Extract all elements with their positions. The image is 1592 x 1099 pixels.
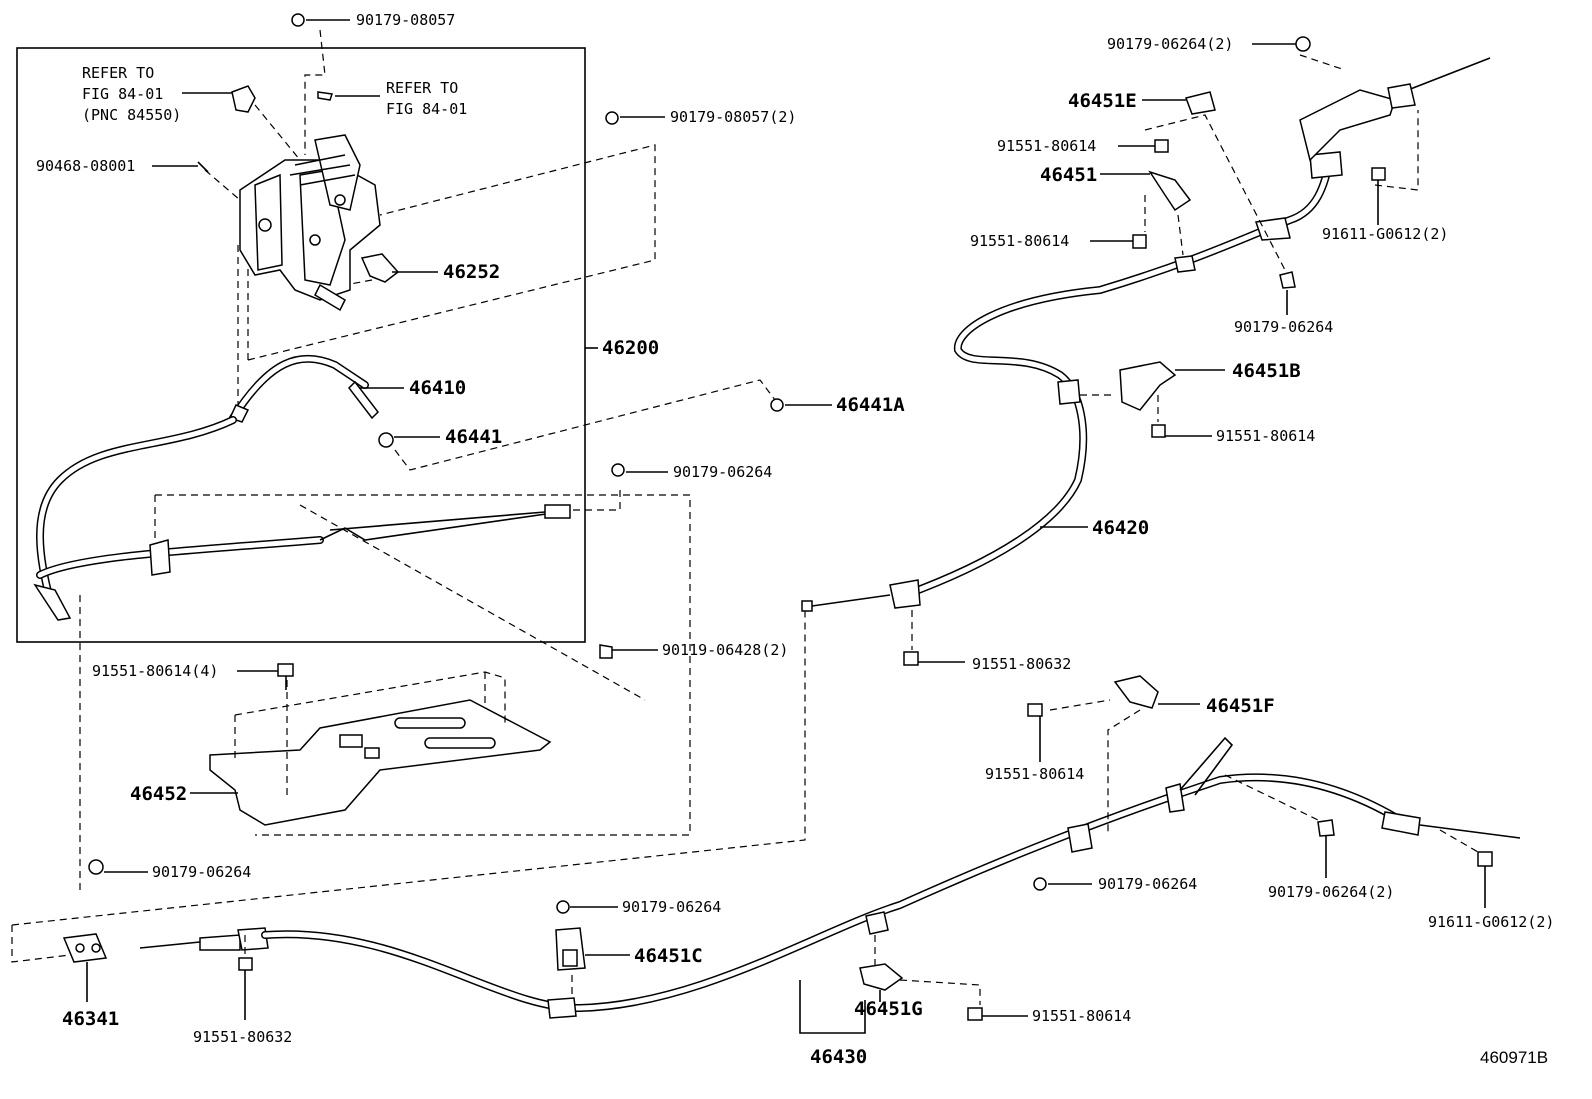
label-46420: 46420 xyxy=(1092,517,1149,539)
label-90119-06428-2: 90119-06428(2) xyxy=(662,641,788,659)
bracket-46341 xyxy=(62,933,108,963)
label-46441: 46441 xyxy=(445,426,502,448)
plate-46452 xyxy=(209,699,552,826)
bracket-46451E xyxy=(1185,91,1216,115)
bolt-91551-80632-mid xyxy=(903,651,919,666)
nut-46441 xyxy=(378,432,394,448)
label-91551-80614-4: 91551-80614(4) xyxy=(92,662,218,680)
label-46451B: 46451B xyxy=(1232,360,1301,382)
bolt-91551-80632-left xyxy=(238,957,253,1020)
nut-90179-06264-left xyxy=(88,859,104,875)
label-46451C: 46451C xyxy=(634,945,703,967)
parking-lever-assembly xyxy=(239,134,381,312)
bolt-91611-G0612-low xyxy=(1477,851,1493,867)
label-90179-06264-mid: 90179-06264 xyxy=(673,463,772,481)
refer-left-line1: REFER TO xyxy=(82,64,154,82)
clamp-46451C xyxy=(555,927,586,971)
figure-id: 460971B xyxy=(1480,1048,1548,1067)
nut-90179-06264-2-top xyxy=(1295,36,1311,52)
label-91551-80632-mid: 91551-80632 xyxy=(972,655,1071,673)
label-90179-06264-low: 90179-06264 xyxy=(1098,875,1197,893)
refer-left-line2: FIG 84-01 xyxy=(82,85,163,103)
label-91551-80632-left: 91551-80632 xyxy=(193,1028,292,1046)
bracket-46451 xyxy=(1148,170,1192,212)
knob-46252 xyxy=(360,253,400,283)
assembly-box-46200 xyxy=(16,47,586,643)
label-90179-06264-left: 90179-06264 xyxy=(152,863,251,881)
label-91551-80614-f: 91551-80614 xyxy=(985,765,1084,783)
label-46451F: 46451F xyxy=(1206,695,1275,717)
label-91551-80614-e: 91551-80614 xyxy=(997,137,1096,155)
label-46452: 46452 xyxy=(130,783,187,805)
label-46430: 46430 xyxy=(810,1046,867,1068)
label-46410: 46410 xyxy=(409,377,466,399)
bolt-91551-80614-4 xyxy=(277,663,294,690)
nut-90179-08057-2 xyxy=(605,111,619,125)
label-90179-06264-c: 90179-06264 xyxy=(622,898,721,916)
refer-top-line1: REFER TO xyxy=(386,79,458,97)
label-46200: 46200 xyxy=(602,337,659,359)
pin-90468-08001 xyxy=(197,161,209,173)
leader-lines xyxy=(86,19,1486,1034)
bolt-91611-G0612-top xyxy=(1371,167,1386,181)
label-46451G: 46451G xyxy=(854,998,923,1020)
bracket-46451F xyxy=(1113,675,1159,709)
bolt-91551-80614-b xyxy=(1151,424,1166,438)
label-46451: 46451 xyxy=(1040,164,1097,186)
nut-90179-06264-2-low xyxy=(1317,819,1335,837)
bolt-91551-80614-e xyxy=(1154,139,1169,153)
label-46451E: 46451E xyxy=(1068,90,1137,112)
bolt-91551-80614-f xyxy=(1027,703,1043,717)
nut-46441A xyxy=(770,398,784,412)
nut-90179-06264-r xyxy=(1279,271,1296,289)
label-46441A: 46441A xyxy=(836,394,905,416)
label-90468-08001: 90468-08001 xyxy=(36,157,135,175)
nut-90179-06264-mid xyxy=(611,463,625,477)
bolt-90119-06428 xyxy=(599,644,613,659)
label-91611-G0612-2-top: 91611-G0612(2) xyxy=(1322,225,1448,243)
label-90179-08057-2: 90179-08057(2) xyxy=(670,108,796,126)
bolt-90179-08057-top xyxy=(291,13,305,27)
label-90179-06264-2-low: 90179-06264(2) xyxy=(1268,883,1394,901)
label-46252: 46252 xyxy=(443,261,500,283)
label-90179-06264-2-top: 90179-06264(2) xyxy=(1107,35,1233,53)
refer-top-line2: FIG 84-01 xyxy=(386,100,467,118)
label-91551-80614-46451: 91551-80614 xyxy=(970,232,1069,250)
label-90179-06264-r: 90179-06264 xyxy=(1234,318,1333,336)
label-91611-G0612-2-low: 91611-G0612(2) xyxy=(1428,913,1554,931)
bracket-46451B xyxy=(1119,361,1177,411)
label-46341: 46341 xyxy=(62,1008,119,1030)
screw-refer-top xyxy=(317,91,333,101)
label-91551-80614-b: 91551-80614 xyxy=(1216,427,1315,445)
label-90179-08057-top: 90179-08057 xyxy=(356,11,455,29)
nut-90179-06264-low xyxy=(1033,877,1047,891)
bracket-46451G xyxy=(859,963,904,991)
switch-part xyxy=(231,85,256,113)
refer-left-line3: (PNC 84550) xyxy=(82,106,181,124)
label-91551-80614-g: 91551-80614 xyxy=(1032,1007,1131,1025)
bolt-91551-80614-46451 xyxy=(1132,234,1147,249)
nut-90179-06264-c xyxy=(556,900,570,914)
bolt-91551-80614-g xyxy=(967,1007,983,1021)
